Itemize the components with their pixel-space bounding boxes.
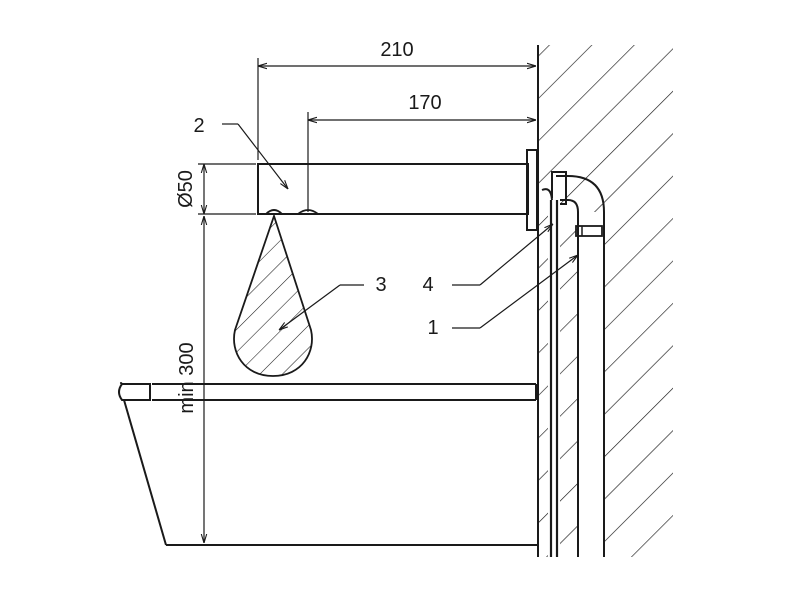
dimension-overall-length: 210 — [257, 39, 536, 160]
dimension-50-label: Ø50 — [175, 170, 197, 208]
callout-1: 1 — [427, 255, 578, 339]
dimension-min-height: min 300 — [176, 216, 214, 546]
callout-2-label: 2 — [193, 115, 204, 137]
dimension-300-label: min 300 — [176, 342, 198, 413]
callout-1-label: 1 — [427, 317, 438, 339]
callout-3-label: 3 — [375, 274, 386, 296]
basin — [118, 382, 538, 546]
sensor-cable — [541, 188, 560, 557]
dimension-outlet-distance: 170 — [307, 92, 536, 212]
wall — [537, 45, 673, 557]
callout-2: 2 — [193, 115, 288, 189]
callout-4-label: 4 — [422, 274, 433, 296]
callout-3: 3 — [279, 274, 387, 330]
callout-4: 4 — [422, 224, 553, 296]
supply-pipe — [551, 171, 605, 557]
water-spray — [233, 213, 313, 377]
dimension-spout-diameter: Ø50 — [175, 163, 256, 215]
spout — [257, 149, 538, 231]
dimension-170-label: 170 — [408, 92, 441, 114]
dimension-210-label: 210 — [380, 39, 413, 61]
